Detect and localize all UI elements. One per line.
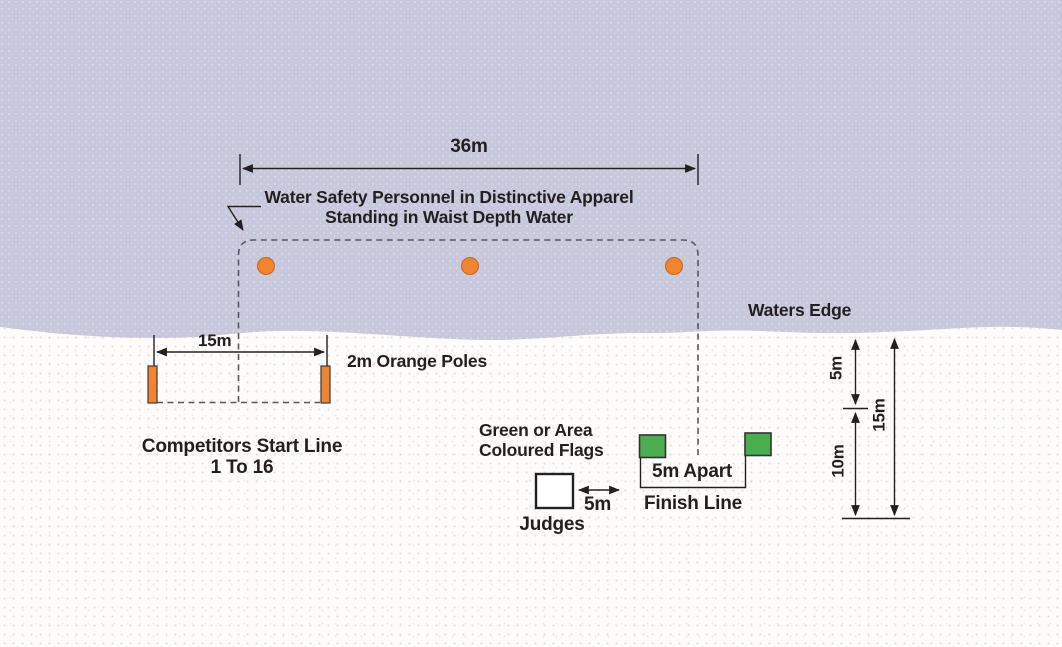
safety-note-line1: Water Safety Personnel in Distinctive Ap… [264, 187, 634, 207]
orange-poles-label: 2m Orange Poles [347, 351, 487, 371]
start-caption-line2: 1 To 16 [210, 457, 274, 478]
judges-box [534, 472, 575, 510]
buoy-middle [461, 257, 479, 275]
buoy-right [665, 257, 683, 275]
dim-5m-depth-label: 5m [826, 355, 846, 381]
finish-flag-left [638, 434, 667, 459]
waters-edge-label: Waters Edge [748, 300, 852, 320]
start-pole-left [147, 365, 158, 404]
dim-judges-5m-label: 5m [584, 494, 612, 515]
start-caption-line1: Competitors Start Line [141, 436, 343, 457]
finish-flag-right [744, 432, 772, 457]
dim-15m-depth-label: 15m [869, 398, 889, 432]
apart-label: 5m Apart [651, 461, 733, 482]
safety-note-leader-arrow [226, 205, 261, 231]
buoy-left [257, 257, 275, 275]
safety-note-line2: Standing in Waist Depth Water [325, 207, 573, 227]
flags-caption-line2: Coloured Flags [479, 440, 604, 460]
finish-line-label: Finish Line [643, 493, 743, 514]
water-area [0, 0, 1062, 340]
finish-line-bracket [639, 456, 747, 489]
start-pole-right [320, 365, 331, 404]
flags-caption-line1: Green or Area [479, 420, 593, 440]
dim-10m-depth-label: 10m [828, 444, 848, 478]
judges-label: Judges [519, 514, 585, 535]
dim-15m-start-label: 15m [198, 331, 232, 350]
dim-36m-label: 36m [450, 136, 488, 157]
